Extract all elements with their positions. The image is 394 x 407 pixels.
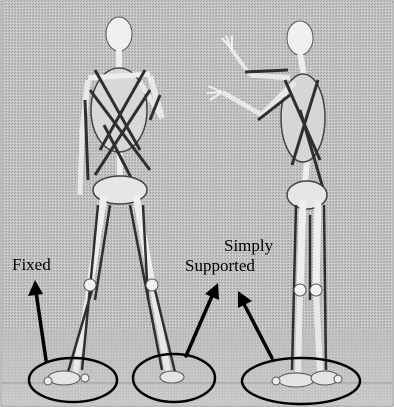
supported-label: Supported [185, 256, 255, 276]
fixed-label: Fixed [12, 255, 51, 275]
right-skull [287, 21, 313, 55]
floor [2, 330, 392, 405]
left-skull [106, 17, 132, 51]
left-arm-lower [80, 135, 82, 195]
simply-label: Simply [224, 236, 273, 256]
